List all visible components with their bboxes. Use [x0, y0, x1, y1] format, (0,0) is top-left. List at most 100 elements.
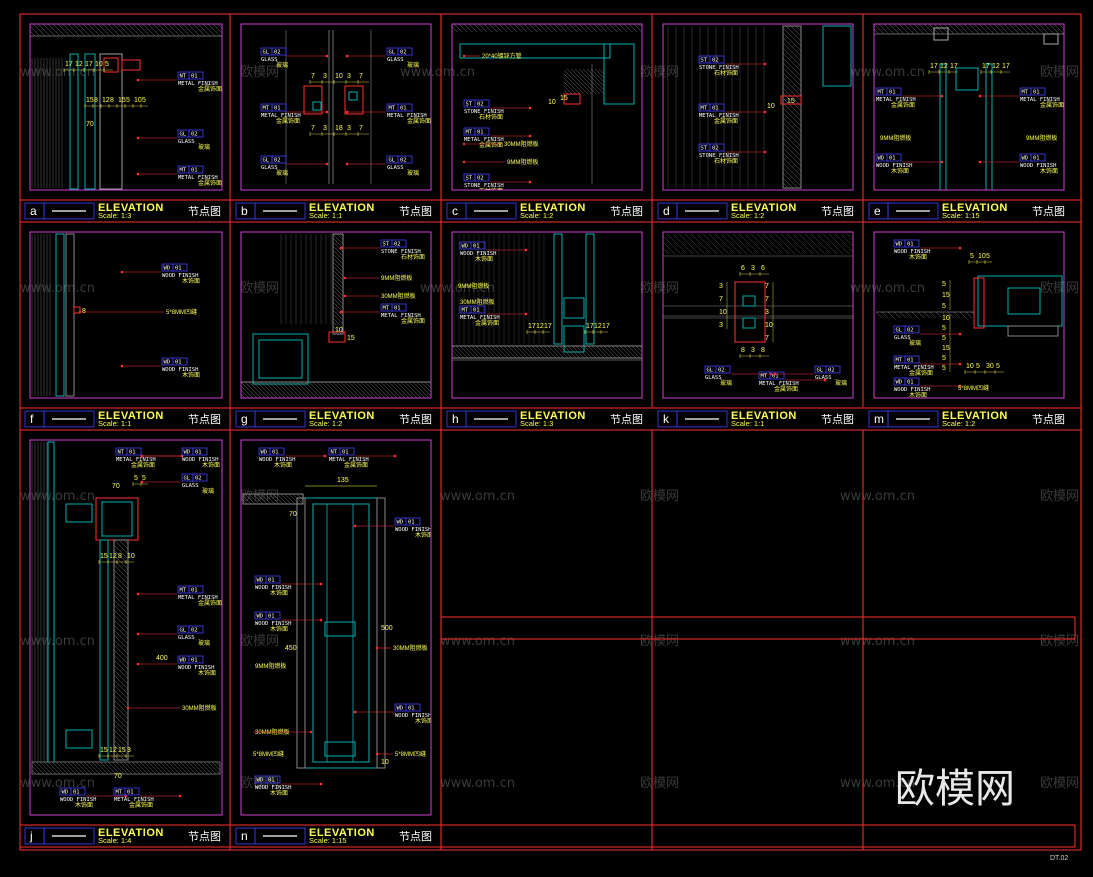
tag-number-box	[265, 575, 281, 584]
leader-dot	[126, 706, 130, 710]
hatch-line	[118, 539, 129, 550]
hatch-line	[588, 24, 598, 33]
dimension-value: 5	[126, 97, 130, 104]
hatch-line	[132, 24, 146, 37]
tag-note: 木饰面	[182, 371, 200, 379]
leader-dot	[393, 454, 397, 458]
dimension-value: 15	[86, 97, 94, 104]
hatch-line	[31, 769, 37, 775]
tag-number: 01	[175, 266, 182, 272]
hatch-line	[332, 249, 344, 261]
hatch-line	[483, 345, 497, 359]
annotation: 5*8MM凹缝	[253, 750, 284, 758]
wood-panel	[376, 497, 386, 769]
watermark-text: 欧模网	[240, 65, 279, 80]
detail-title: ELEVATION	[309, 827, 375, 839]
hatch-line	[308, 381, 326, 398]
hatch-line	[242, 499, 248, 505]
tag-number: 01	[907, 358, 914, 364]
tag-note: 石材饰面	[714, 157, 738, 165]
tag-name: METAL FINISH	[381, 313, 421, 319]
hatch-line	[1053, 24, 1064, 35]
tag-number-box	[192, 447, 208, 456]
annotation-text: 9MM阻燃板	[255, 662, 286, 670]
hatch-line	[292, 381, 310, 398]
dimension-value: 70	[112, 483, 120, 490]
watermark-text: www.om.cn	[20, 634, 95, 649]
tag-name: WOOD FINISH	[460, 251, 496, 257]
tag-code: MT	[1022, 90, 1029, 96]
tag-note: 木饰面	[182, 277, 200, 285]
hatch-line	[187, 761, 201, 775]
hatch-line	[332, 313, 344, 325]
tag-note: 木饰面	[909, 253, 927, 261]
annotation: 30MM阻燃板	[253, 728, 313, 736]
wood-grain	[280, 234, 332, 324]
leader-dot	[940, 94, 944, 98]
detail-caption: 节点图	[821, 413, 854, 426]
title-line-box	[43, 202, 95, 220]
hatch-line	[503, 24, 513, 33]
hatch-line	[573, 24, 583, 33]
annotation: 9MM阻燃板	[255, 662, 286, 670]
dimension-value: 5	[970, 253, 974, 260]
tag-name: METAL FINISH	[178, 595, 218, 601]
dimension-value: 3	[719, 322, 723, 329]
panel-border	[29, 23, 223, 191]
hatch-line	[846, 233, 853, 241]
watermark-text: www.om.cn	[420, 281, 495, 296]
hatch-line	[320, 381, 338, 398]
tag-number-box	[470, 305, 486, 314]
hatch-line	[171, 761, 185, 775]
dimension-value: 17	[982, 63, 990, 70]
hatch-line	[917, 311, 925, 319]
leader-dot	[319, 582, 323, 586]
hatch-line	[52, 24, 66, 37]
profile-core	[101, 501, 133, 537]
hatch-line	[635, 345, 642, 353]
hatch-line	[99, 761, 113, 775]
hatch-line	[965, 311, 973, 319]
hatch-line	[111, 761, 125, 775]
wall-panel	[939, 63, 947, 190]
hatch-line	[923, 24, 935, 35]
detail-scale: Scale: 1:2	[520, 211, 553, 220]
title-line-box	[254, 410, 306, 428]
tag-number-box	[192, 473, 208, 482]
hatch-line	[57, 24, 71, 37]
hatch-line	[768, 233, 790, 255]
hatch-line	[531, 345, 545, 359]
hatch-line	[332, 301, 344, 313]
dimension-value: 3	[751, 347, 755, 354]
hatch-line	[523, 345, 537, 359]
hatch-line	[67, 24, 81, 37]
hatch-line	[113, 569, 129, 585]
detail-caption: 节点图	[188, 830, 221, 843]
hatch-line	[127, 761, 141, 775]
hatch-line	[192, 24, 206, 37]
watermark-text: 欧模网	[240, 634, 279, 649]
hatch-line	[538, 24, 548, 33]
tag-code: NT	[118, 450, 125, 456]
tag-name: METAL FINISH	[116, 457, 156, 463]
hatch-line	[408, 381, 426, 398]
detail-title: ELEVATION	[309, 410, 375, 422]
dimension-value: 7	[765, 296, 769, 303]
tag-number-box	[188, 71, 204, 80]
hatch-line	[47, 24, 61, 37]
tag-note: 木饰面	[75, 801, 93, 809]
annotation: 30MM阻燃板	[375, 644, 428, 652]
hatch-line	[113, 704, 129, 720]
hatch-line	[260, 381, 278, 398]
leader-dot	[325, 162, 329, 166]
